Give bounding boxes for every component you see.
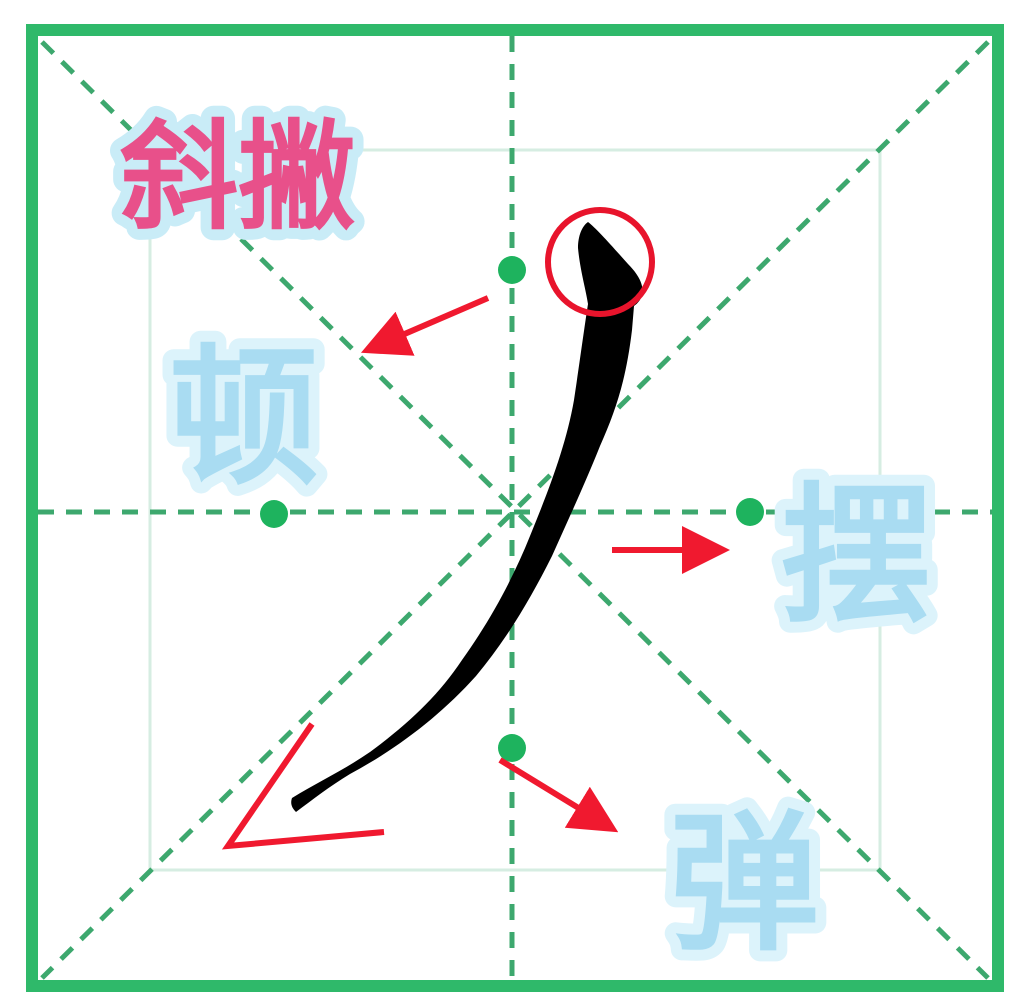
start-point-circle-icon (545, 207, 655, 317)
dot-left (260, 500, 288, 528)
brush-stroke (291, 222, 643, 812)
swing-label: 摆 (781, 470, 931, 644)
tail-angle-marker-icon (221, 722, 385, 850)
dot-bottom (498, 734, 526, 762)
dot-top (498, 256, 526, 284)
flick-label: 弹 (669, 798, 819, 972)
arrow-to-flick-icon (498, 757, 619, 833)
grid-border (26, 24, 1004, 992)
pause-label: 顿 (169, 332, 319, 506)
title-label: 斜撇 (120, 108, 356, 246)
arrow-to-pause-icon (360, 295, 490, 356)
dot-right (736, 498, 764, 526)
